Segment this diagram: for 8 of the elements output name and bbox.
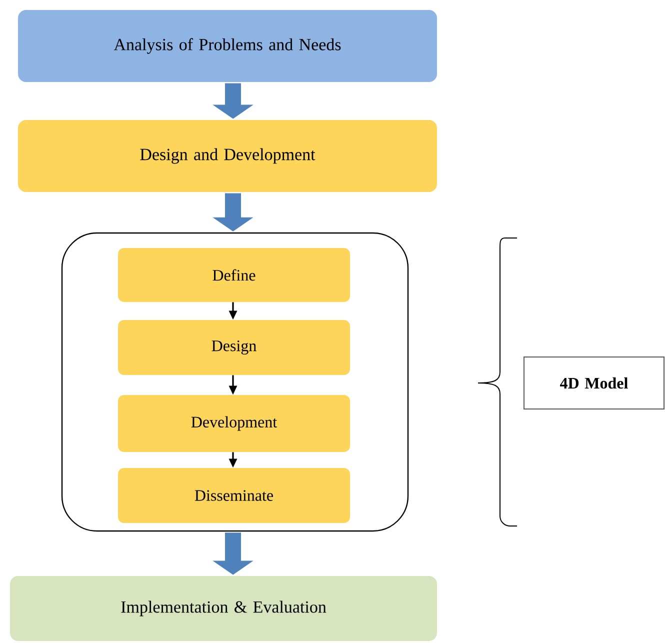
step-box: Define — [118, 248, 350, 302]
step-box: Disseminate — [118, 468, 350, 523]
process-box: Analysis of Problems and Needs — [18, 10, 437, 82]
process-box: Design and Development — [18, 120, 437, 192]
process-box: Implementation & Evaluation — [10, 576, 437, 641]
step-box: Development — [118, 395, 350, 452]
step-box: Design — [118, 320, 350, 375]
label-box: 4D Model — [524, 356, 664, 410]
